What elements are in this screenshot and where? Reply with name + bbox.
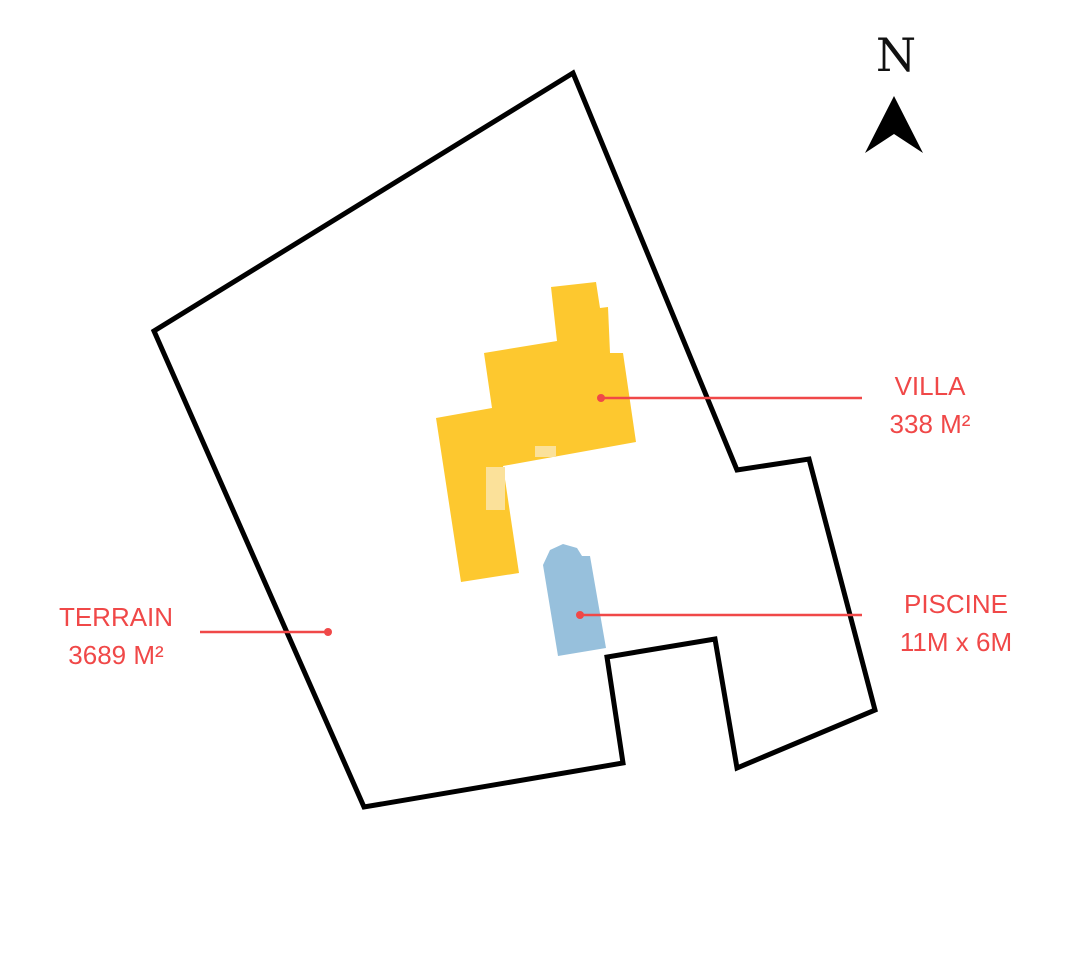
terrain-leader-dot — [324, 628, 332, 636]
villa-name: VILLA — [894, 371, 966, 401]
villa-footprint — [436, 282, 636, 582]
piscine-size: 11M x 6M — [899, 627, 1013, 657]
pool-shape — [543, 544, 606, 656]
piscine-label: PISCINE 11M x 6M — [856, 585, 1056, 661]
piscine-leader-dot — [576, 611, 584, 619]
villa-area: 338 M² — [889, 409, 971, 439]
villa-light-patch — [486, 467, 505, 510]
villa-label: VILLA 338 M² — [830, 367, 1030, 443]
terrain-area: 3689 M² — [68, 640, 164, 670]
villa-light-patch — [535, 446, 556, 457]
terrain-label: TERRAIN 3689 M² — [16, 598, 216, 674]
terrain-boundary — [150, 69, 878, 810]
villa-leader-dot — [597, 394, 605, 402]
terrain-name: TERRAIN — [58, 602, 174, 632]
piscine-name: PISCINE — [903, 589, 1009, 619]
north-label: N — [875, 28, 917, 82]
north-arrow-icon — [865, 96, 923, 153]
